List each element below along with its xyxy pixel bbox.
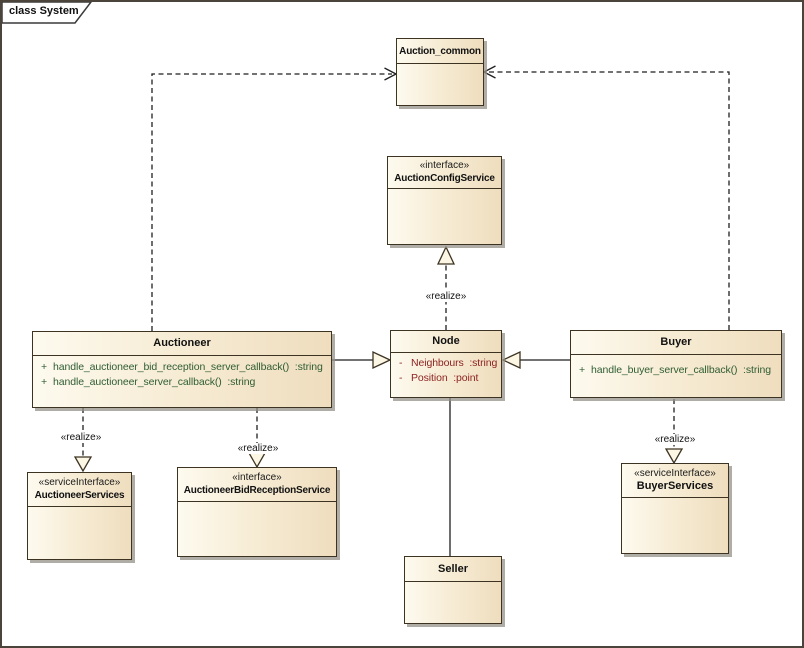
class-node[interactable]: Node -Neighbours :string -Position :poin… bbox=[390, 330, 502, 398]
class-auctionconfigservice[interactable]: «interface» AuctionConfigService bbox=[387, 156, 502, 245]
method-row[interactable]: +handle_buyer_server_callback() :string bbox=[579, 364, 771, 376]
realize-label-node: «realize» bbox=[423, 291, 469, 302]
realization-buyer-to-buyerservices[interactable] bbox=[664, 399, 684, 465]
realize-label-auctioneerservices: «realize» bbox=[58, 432, 104, 443]
diagram-frame-tab: class System bbox=[2, 2, 112, 28]
generalization-auctioneer-to-node[interactable] bbox=[332, 350, 392, 370]
class-stereotype: «interface» bbox=[419, 160, 470, 171]
frame-tab-shape bbox=[2, 2, 92, 24]
diagram-title: class System bbox=[9, 5, 79, 17]
method-row[interactable]: +handle_auctioneer_server_callback() :st… bbox=[41, 376, 256, 388]
realization-auctioneer-to-auctioneerservices[interactable] bbox=[73, 408, 93, 473]
class-stereotype: «interface» bbox=[232, 472, 282, 483]
class-buyerservices[interactable]: «serviceInterface» BuyerServices bbox=[621, 463, 729, 554]
realization-auctioneer-to-auctioneerbidreceptionservice[interactable] bbox=[247, 408, 267, 469]
class-name: Node bbox=[432, 335, 460, 347]
class-buyer[interactable]: Buyer +handle_buyer_server_callback() :s… bbox=[570, 330, 782, 398]
class-auction-common[interactable]: Auction_common bbox=[396, 38, 484, 106]
class-stereotype: «serviceInterface» bbox=[634, 468, 716, 479]
class-name: BuyerServices bbox=[636, 480, 714, 492]
class-name: Auctioneer bbox=[153, 337, 211, 349]
class-name: Seller bbox=[438, 562, 468, 575]
realize-label-auctioneerbidreceptionservice: «realize» bbox=[235, 443, 281, 454]
class-name: AuctionConfigService bbox=[394, 173, 495, 184]
class-name: AuctioneerBidReceptionService bbox=[183, 485, 331, 496]
realize-label-buyerservices: «realize» bbox=[652, 434, 698, 445]
attribute-row[interactable]: -Position :point bbox=[399, 372, 479, 384]
dependency-auctioneer-to-auction-common[interactable] bbox=[151, 67, 397, 331]
class-seller[interactable]: Seller bbox=[404, 556, 502, 624]
class-name: Auction_common bbox=[399, 45, 481, 57]
class-name: AuctioneerServices bbox=[34, 490, 125, 501]
class-name: Buyer bbox=[660, 336, 692, 348]
dependency-buyer-to-auction-common[interactable] bbox=[483, 65, 730, 330]
realization-node-to-auctionconfigservice[interactable] bbox=[436, 245, 456, 330]
generalization-buyer-to-node[interactable] bbox=[501, 350, 570, 370]
class-auctioneer[interactable]: Auctioneer +handle_auctioneer_bid_recept… bbox=[32, 331, 332, 408]
class-auctioneerbidreceptionservice[interactable]: «interface» AuctioneerBidReceptionServic… bbox=[177, 467, 337, 557]
method-row[interactable]: +handle_auctioneer_bid_reception_server_… bbox=[41, 361, 323, 373]
class-auctioneerservices[interactable]: «serviceInterface» AuctioneerServices bbox=[27, 472, 132, 560]
class-stereotype: «serviceInterface» bbox=[38, 477, 121, 488]
attribute-row[interactable]: -Neighbours :string bbox=[399, 357, 498, 369]
